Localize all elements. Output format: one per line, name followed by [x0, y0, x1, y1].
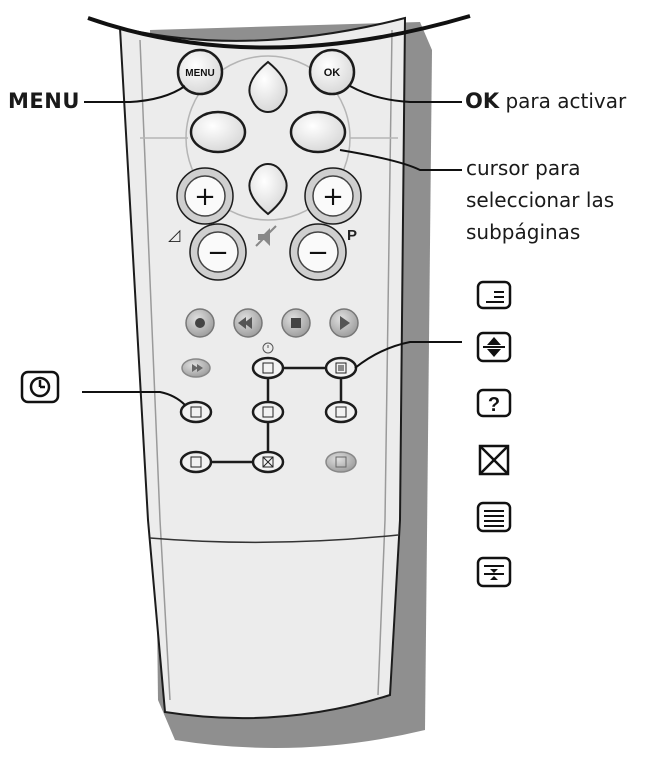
- callout-lines: [82, 85, 462, 406]
- cancel-button[interactable]: [251, 450, 285, 474]
- volume-up-button[interactable]: +: [176, 167, 234, 225]
- program-up-symbol: +: [322, 182, 344, 212]
- cursor-label-line-3: subpáginas: [466, 220, 581, 244]
- fast-forward-button[interactable]: [181, 358, 211, 378]
- remote-side-line-right: [377, 29, 393, 696]
- menu-label: MENU: [8, 89, 80, 113]
- remote-divider: [149, 534, 399, 544]
- record-button[interactable]: [185, 308, 215, 338]
- teletext-on-tv-icon: [476, 280, 512, 310]
- mute-icon[interactable]: [255, 225, 277, 247]
- hold-subpage-button[interactable]: [324, 400, 358, 424]
- remote-side-line-left: [139, 39, 171, 701]
- play-button[interactable]: [329, 308, 359, 338]
- index-icon: [476, 501, 512, 533]
- menu-button-label: MENU: [185, 68, 214, 79]
- volume-up-symbol: +: [194, 182, 216, 212]
- ok-button[interactable]: OK: [308, 48, 356, 96]
- index-button[interactable]: [324, 356, 358, 380]
- cursor-right-button[interactable]: [289, 110, 347, 154]
- menu-button[interactable]: MENU: [176, 48, 224, 96]
- hold-subpage-icon: [476, 556, 512, 588]
- cursor-label-line-1: cursor para: [466, 156, 581, 180]
- reveal-button[interactable]: [251, 400, 285, 424]
- ok-key-label: OK: [465, 89, 500, 113]
- stop-button[interactable]: [281, 308, 311, 338]
- volume-down-symbol: −: [207, 238, 229, 268]
- program-up-button[interactable]: +: [304, 167, 362, 225]
- cursor-label: cursor para seleccionar las subpáginas: [466, 152, 614, 248]
- enlarge-page-button[interactable]: [251, 356, 285, 380]
- timer-button[interactable]: [179, 400, 213, 424]
- rewind-button[interactable]: [233, 308, 263, 338]
- volume-symbol: ◿: [167, 225, 181, 244]
- teletext-on-tv-button[interactable]: [179, 450, 213, 474]
- volume-down-button[interactable]: −: [189, 223, 247, 281]
- dual-screen-button[interactable]: [325, 451, 357, 473]
- program-down-symbol: −: [307, 238, 329, 268]
- timer-legend-icon: [20, 370, 60, 404]
- program-down-button[interactable]: −: [289, 223, 347, 281]
- cancel-icon: [478, 444, 510, 476]
- ok-label: OK para activar: [465, 88, 626, 114]
- remote-top-curve: [87, 14, 471, 50]
- ok-button-label: OK: [324, 67, 341, 79]
- cursor-label-line-2: seleccionar las: [466, 188, 615, 212]
- cursor-up-button[interactable]: [248, 60, 288, 114]
- teletext-connector-lines: [208, 366, 343, 464]
- cursor-left-button[interactable]: [189, 110, 247, 154]
- svg-text:?: ?: [488, 394, 500, 416]
- cursor-down-button[interactable]: [248, 162, 288, 216]
- reveal-icon: ?: [476, 388, 512, 418]
- ok-description: para activar: [505, 89, 627, 113]
- clock-small-icon: [262, 342, 274, 354]
- enlarge-page-icon: [476, 331, 512, 363]
- program-symbol: P: [347, 227, 357, 244]
